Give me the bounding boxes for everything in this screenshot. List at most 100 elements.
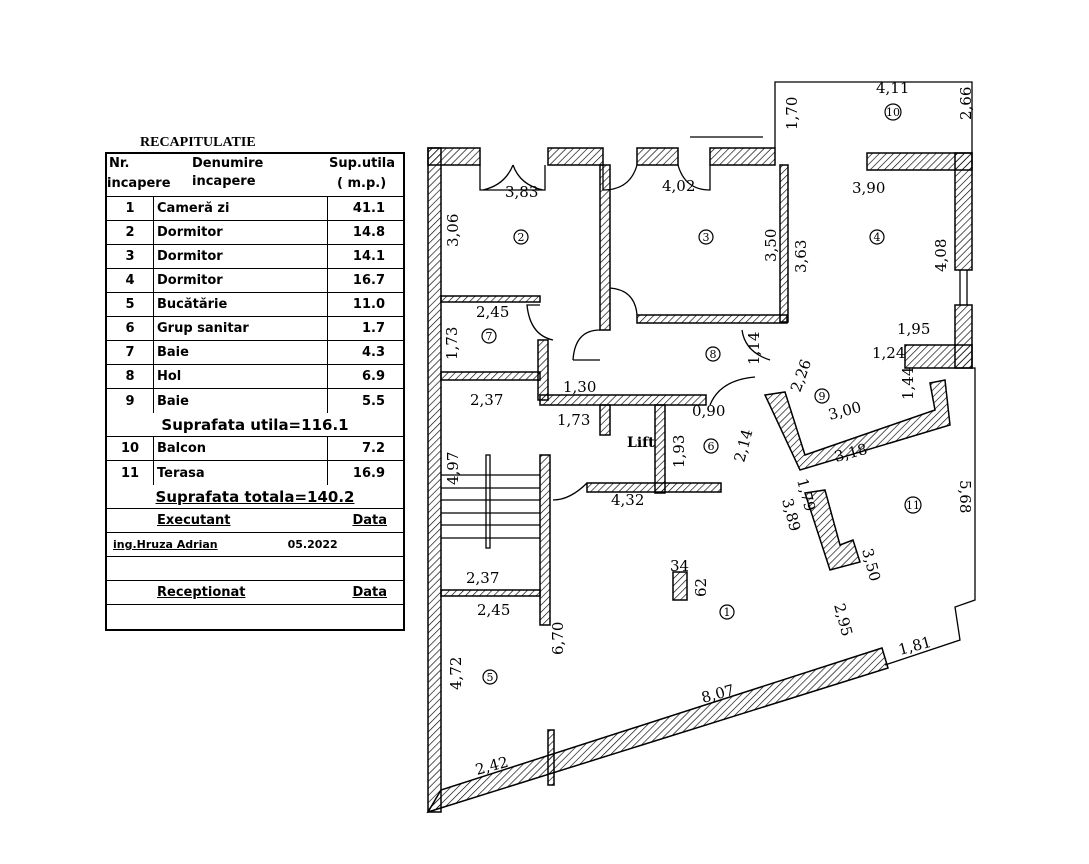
room-area: 14.8 [352,225,385,240]
total-area: Suprafata totala=140.2 [155,487,355,506]
room-nr: 2 [107,221,154,244]
room-nr: 6 [107,317,154,340]
useful-area-row: Suprafata utila=116.1 [107,413,403,437]
executant-name: ing.Hruza Adrian [113,538,218,551]
room-area: 7.2 [361,441,385,456]
receptionat-date-label: Data [352,585,387,600]
executant-label: Executant [157,513,231,528]
room-nr: 10 [107,437,154,460]
receptionat-label: Receptionat [157,585,246,600]
room-nr: 4 [107,269,154,292]
svg-text:6: 6 [708,440,715,453]
room-name: Dormitor [154,269,328,292]
dimension: 2,14 [730,427,756,464]
room-area: 11.0 [352,297,385,312]
room-number-1: 1 [719,604,735,620]
dimension: 1,93 [670,435,688,468]
svg-text:7: 7 [486,330,493,343]
dimension: 4,02 [662,177,695,195]
dimension: 2,95 [830,601,856,638]
lift-label: Lift [627,435,655,451]
room-number-10: 10 [884,103,902,121]
dimension: 4,72 [447,657,465,690]
svg-text:3: 3 [703,231,710,244]
walls [426,147,973,814]
header-area: Sup.utila [329,156,396,171]
receptionat-row: Receptionat Data [107,581,403,605]
dimension: 2,66 [957,87,975,120]
dimension: 1,73 [443,327,461,360]
summary-title: RECAPITULATIE [140,135,256,150]
room-name: Baie [154,341,328,364]
dimension: 2,45 [476,303,509,321]
room-number-7: 7 [481,328,497,344]
room-nr: 3 [107,245,154,268]
svg-text:1: 1 [724,606,731,619]
dimension: 2,45 [477,601,510,619]
dimension: 1,44 [899,367,917,400]
room-area: 16.9 [352,465,385,481]
header-area-2: ( m.p.) [337,176,387,191]
room-nr: 9 [107,389,154,413]
dimension: 6,70 [549,622,567,655]
room-nr: 7 [107,341,154,364]
dimension: 1,73 [557,411,590,429]
dimension: 3,50 [762,229,780,262]
dimension: 1,70 [783,97,801,130]
room-name: Balcon [154,437,328,460]
table-header: Nr. incapere Denumire incapere Sup.utila… [107,154,403,197]
dimensions: 4,11 1,70 2,66 3,83 4,02 3,90 3,06 3,50 … [443,79,975,779]
svg-text:8: 8 [710,348,717,361]
dimension: 3,50 [858,546,884,583]
room-number-11: 11 [904,496,922,514]
room-area: 16.7 [352,273,385,288]
dimension: 3,63 [792,240,810,273]
room-area: 5.5 [361,393,385,409]
summary-table: Nr. incapere Denumire incapere Sup.utila… [105,152,405,631]
room-number-4: 4 [869,229,885,245]
room-number-2: 2 [513,229,529,245]
dimension: 1,30 [563,378,596,396]
total-area-row: Suprafata totala=140.2 [107,485,403,509]
dimension: 1,95 [897,320,930,338]
room-area: 4.3 [361,345,385,360]
dimension: 1,14 [745,332,763,365]
dimension: 1,24 [872,344,905,362]
dimension: 4,32 [611,491,644,509]
svg-text:5: 5 [487,671,494,684]
dimension: 3,00 [826,398,863,424]
room-area: 6.9 [361,369,385,384]
room-number-9: 9 [814,388,830,404]
stairs [441,454,540,549]
dimension: 0,90 [692,402,725,420]
room-name: Terasa [154,461,328,485]
room-name: Grup sanitar [154,317,328,340]
svg-text:2: 2 [518,231,525,244]
room-nr: 5 [107,293,154,316]
room-name: Hol [154,365,328,388]
dimension: 62 [692,578,710,597]
room-number-6: 6 [703,438,719,454]
dimension: 3,06 [444,214,462,247]
empty-row [107,557,403,581]
dimension: 34 [670,557,689,575]
room-name: Baie [154,389,328,413]
svg-text:9: 9 [819,390,826,403]
room-numbers: 1 2 3 4 5 6 7 8 9 10 11 [481,103,922,685]
dimension: 5,68 [956,480,974,513]
executant-date: 05.2022 [287,538,338,551]
svg-text:4: 4 [874,231,881,244]
dimension: 3,90 [852,179,885,197]
room-area: 14.1 [352,249,385,264]
dimension: 4,11 [876,79,909,97]
useful-area: Suprafata utila=116.1 [161,415,349,434]
room-number-3: 3 [698,229,714,245]
